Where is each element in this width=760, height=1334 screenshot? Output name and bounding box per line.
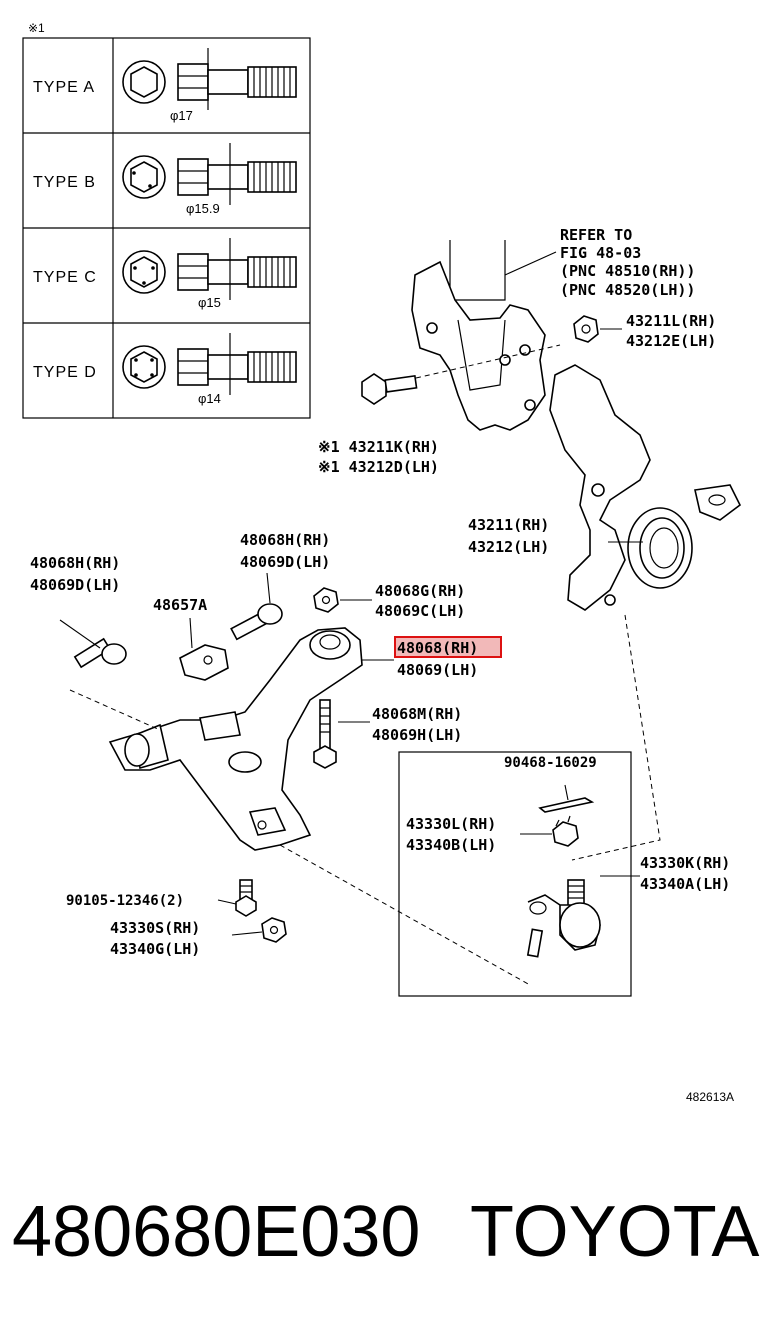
ball-joint-drawing <box>526 875 640 958</box>
label-43330k: 43330K(RH) <box>640 854 730 872</box>
bolt-90105-drawing <box>217 879 257 917</box>
castle-nut-drawing <box>520 815 579 847</box>
label-43330s: 43330S(RH) <box>110 919 200 937</box>
refer-line-1: REFER TO <box>560 226 632 244</box>
nut-43211l-drawing <box>573 315 622 343</box>
type-c-diameter: φ15 <box>198 295 221 310</box>
cotter-pin-drawing <box>538 784 595 813</box>
type-a-diameter: φ17 <box>170 108 193 123</box>
refer-line-4: (PNC 48520(LH)) <box>560 281 695 299</box>
label-43212d: ※1 43212D(LH) <box>318 458 439 476</box>
label-43212e: 43212E(LH) <box>626 332 716 350</box>
ball-joint-inset <box>398 751 632 997</box>
label-48068m: 48068M(RH) <box>372 705 462 723</box>
label-48068g: 48068G(RH) <box>375 582 465 600</box>
diagram-ref-code: 482613A <box>686 1090 734 1104</box>
type-c-label: TYPE C <box>33 269 97 286</box>
note-marker: ※1 <box>28 21 45 35</box>
nut-43330s-drawing <box>231 917 287 943</box>
label-48069: 48069(LH) <box>397 661 478 679</box>
type-a-bolt-icon <box>122 48 297 110</box>
label-48069c: 48069C(LH) <box>375 602 465 620</box>
knuckle-joint-dashline <box>571 614 661 861</box>
type-c-bolt-icon <box>122 238 297 300</box>
label-90105: 90105-12346(2) <box>66 893 184 909</box>
bolt-48068h-top-drawing <box>230 572 283 641</box>
lower-arm-drawing <box>108 627 394 851</box>
type-d-label: TYPE D <box>33 364 97 381</box>
type-b-bolt-icon <box>122 143 297 205</box>
type-b-diameter: φ15.9 <box>186 201 220 216</box>
label-43330l: 43330L(RH) <box>406 815 496 833</box>
refer-line-2: FIG 48-03 <box>560 244 641 262</box>
label-43211: 43211(RH) <box>468 516 549 534</box>
bolt-48068m-drawing <box>313 699 370 769</box>
label-43340b: 43340B(LH) <box>406 836 496 854</box>
bracket-48657a-drawing <box>179 617 229 681</box>
label-48068h-top: 48068H(RH) <box>240 531 330 549</box>
label-43340a: 43340A(LH) <box>640 875 730 893</box>
label-48069d-left: 48069D(LH) <box>30 576 120 594</box>
nut-48068g-drawing <box>313 587 372 613</box>
label-48068h-left: 48068H(RH) <box>30 554 120 572</box>
label-43211l: 43211L(RH) <box>626 312 716 330</box>
label-48068: 48068(RH) <box>397 639 478 657</box>
refer-note: REFER TO FIG 48-03 (PNC 48510(RH)) (PNC … <box>504 226 695 299</box>
label-48069d-top: 48069D(LH) <box>240 553 330 571</box>
label-48069h: 48069H(LH) <box>372 726 462 744</box>
part-number: 480680E030 <box>12 1192 420 1272</box>
type-b-label: TYPE B <box>33 174 96 191</box>
brand: TOYOTA <box>470 1192 759 1272</box>
label-43211k: ※1 43211K(RH) <box>318 438 439 456</box>
type-d-diameter: φ14 <box>198 391 221 406</box>
refer-line-3: (PNC 48510(RH)) <box>560 262 695 280</box>
highlight-48068 <box>394 636 502 658</box>
bolt-43211k-drawing <box>361 344 561 405</box>
knuckle-drawing <box>549 364 742 611</box>
fastener-type-table: TYPE A φ17 TYPE B φ15. <box>22 37 311 419</box>
label-43340g: 43340G(LH) <box>110 940 200 958</box>
type-a-label: TYPE A <box>33 79 95 96</box>
arm-joint-dashline <box>279 844 531 986</box>
strut-bracket-drawing <box>411 240 546 431</box>
type-d-bolt-icon <box>122 333 297 395</box>
bolt-48068h-left-drawing <box>59 619 161 731</box>
label-90468: 90468-16029 <box>504 755 597 771</box>
label-43212: 43212(LH) <box>468 538 549 556</box>
label-48657a: 48657A <box>153 596 207 614</box>
